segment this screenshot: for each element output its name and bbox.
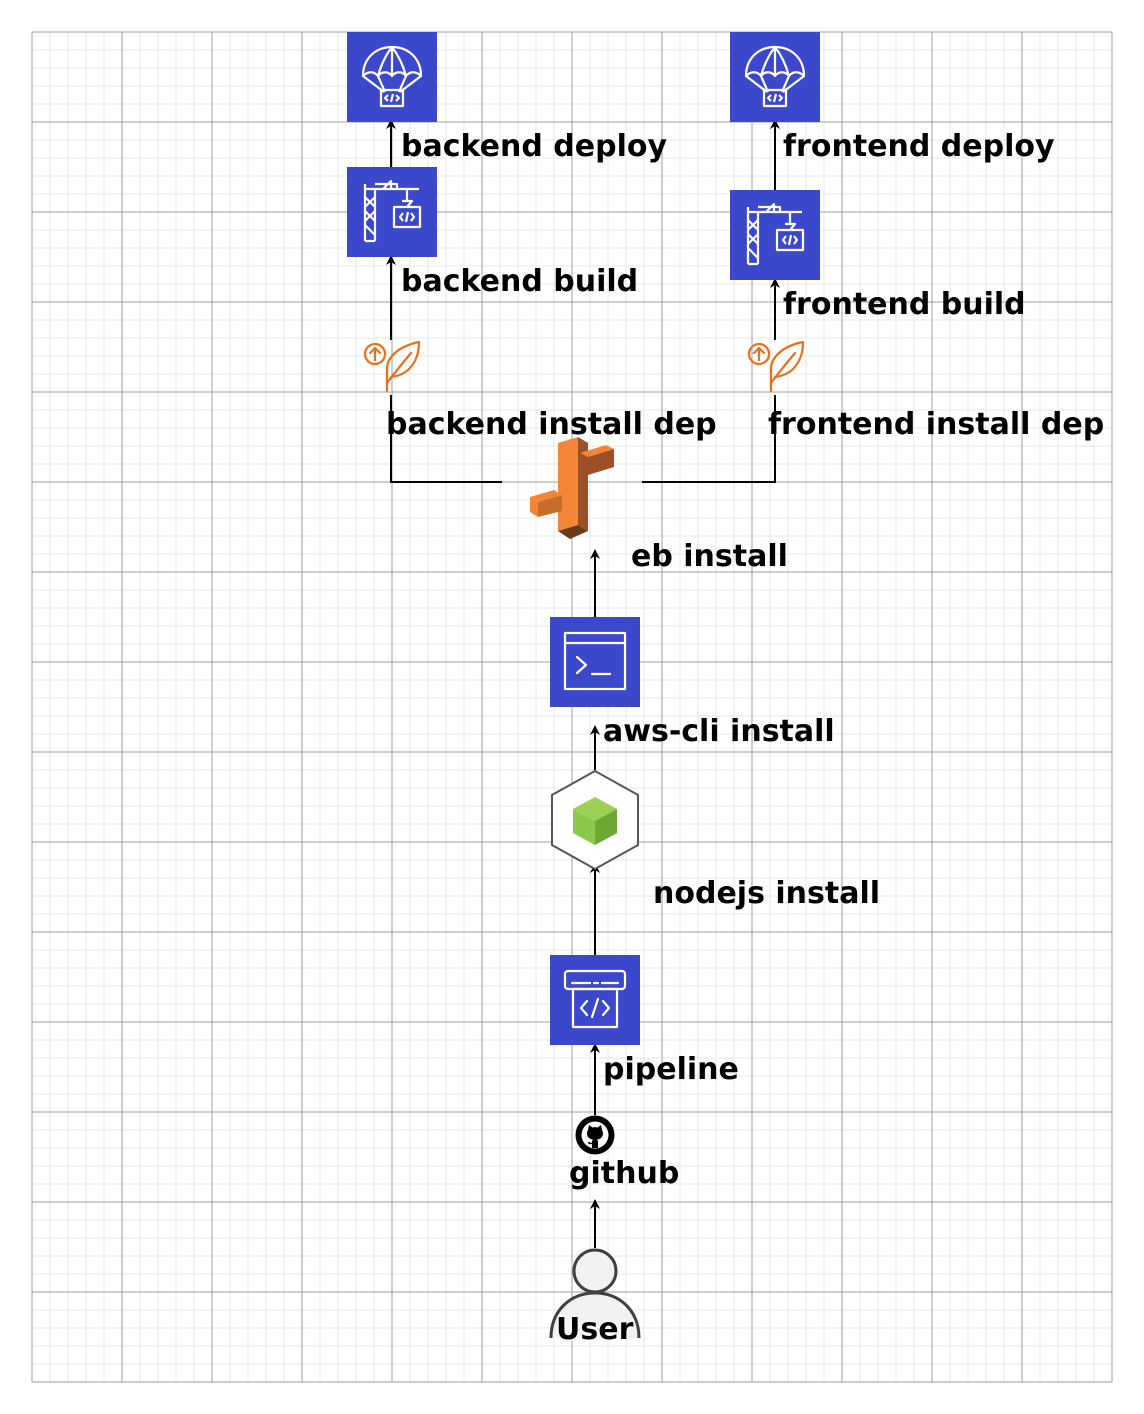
nodejs-node[interactable]: [549, 769, 641, 871]
frontend-deploy-node[interactable]: [730, 32, 820, 122]
codebuild-icon: [746, 202, 805, 266]
elastic-beanstalk-icon: [530, 437, 614, 539]
awscli-install-label: aws-cli install: [603, 714, 835, 749]
elastic-beanstalk-deployment-icon: [747, 340, 805, 393]
backend-build-label: backend build: [401, 264, 639, 299]
codepipeline-icon: [563, 969, 627, 1029]
pipeline-node[interactable]: [550, 955, 640, 1045]
frontend-deploy-label: frontend deploy: [783, 129, 1055, 164]
frontend-install-label: frontend install dep: [768, 407, 1105, 442]
elastic-beanstalk-deployment-icon: [363, 340, 421, 393]
backend-install-label: backend install dep: [386, 407, 717, 442]
codebuild-icon: [363, 179, 422, 243]
nodejs-icon: [551, 769, 639, 871]
frontend-build-label: frontend build: [783, 287, 1026, 322]
nodejs-install-label: nodejs install: [653, 876, 881, 911]
user-icon: [549, 1248, 641, 1339]
github-node[interactable]: [575, 1115, 615, 1155]
backend-build-node[interactable]: [347, 167, 437, 257]
user-node[interactable]: [548, 1248, 642, 1340]
edge-eb-backend-install: [390, 395, 502, 483]
eb-install-label: eb install: [631, 539, 788, 574]
frontend-install-node[interactable]: [745, 339, 805, 399]
frontend-build-node[interactable]: [730, 190, 820, 280]
github-icon: [575, 1115, 615, 1155]
github-label: github: [569, 1156, 680, 1191]
user-label: User: [556, 1312, 634, 1347]
edge-eb-frontend-install: [642, 395, 776, 483]
backend-deploy-node[interactable]: [347, 32, 437, 122]
backend-deploy-label: backend deploy: [401, 129, 668, 164]
command-line-interface-icon: [563, 631, 627, 691]
eb-node[interactable]: [528, 435, 618, 540]
codedeploy-icon: [744, 45, 806, 108]
pipeline-label: pipeline: [603, 1052, 739, 1087]
awscli-node[interactable]: [550, 617, 640, 707]
backend-install-node[interactable]: [361, 339, 421, 399]
codedeploy-icon: [361, 45, 423, 108]
